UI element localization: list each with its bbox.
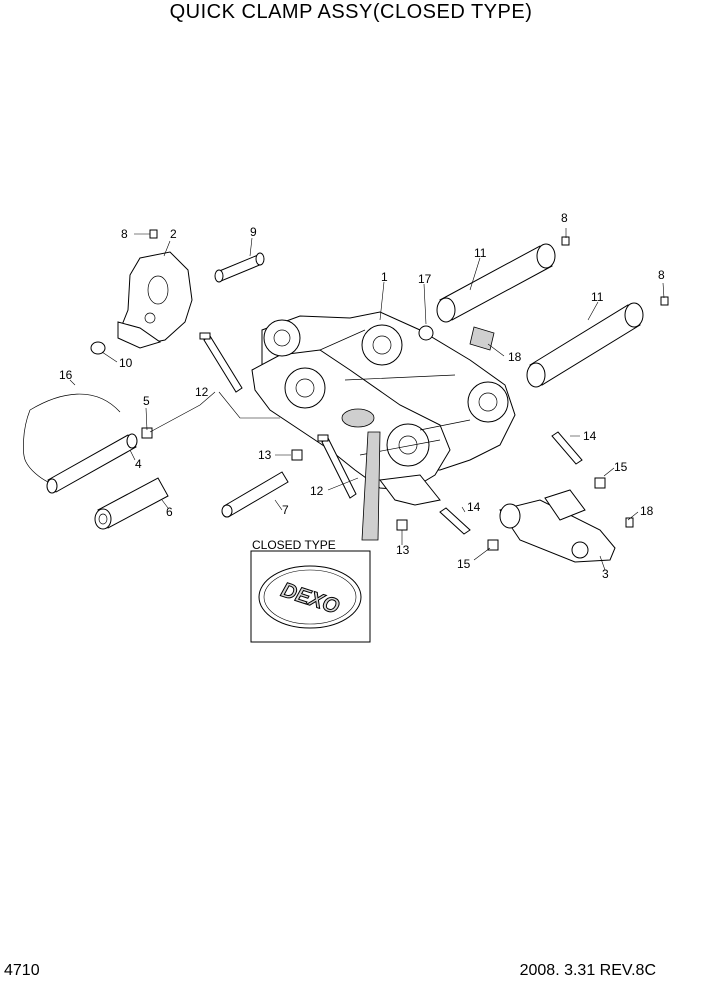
inset-title: CLOSED TYPE — [252, 538, 336, 552]
revision-date: 2008. 3.31 REV.8C — [519, 962, 656, 979]
callout-10: 10 — [119, 356, 133, 370]
callout-9: 9 — [250, 225, 257, 239]
callout-7: 7 — [282, 503, 289, 517]
closed-type-inset: CLOSED TYPE DEXO — [250, 538, 371, 643]
long-pin-upper — [436, 236, 570, 323]
callout-12: 12 — [195, 385, 209, 399]
page-title: QUICK CLAMP ASSY(CLOSED TYPE) — [169, 1, 533, 23]
callout-6: 6 — [166, 505, 173, 519]
callout-11: 11 — [591, 290, 604, 304]
guide-pin — [221, 471, 289, 518]
callout-12: 12 — [310, 484, 324, 498]
hook-block — [117, 229, 193, 349]
callouts: 8 2 9 10 1 17 11 8 8 11 18 16 12 5 4 13 … — [59, 211, 665, 581]
safety-wire — [23, 393, 121, 483]
callout-8: 8 — [121, 227, 128, 241]
callout-2: 2 — [170, 227, 177, 241]
callout-4: 4 — [135, 457, 142, 471]
main-clamp-frame — [251, 311, 516, 541]
hydraulic-cylinder — [499, 489, 634, 563]
callout-17: 17 — [418, 272, 432, 286]
snap-ring — [418, 325, 434, 341]
long-pin-lower — [526, 296, 669, 388]
callout-5: 5 — [143, 394, 150, 408]
callout-14: 14 — [583, 429, 597, 443]
callout-18: 18 — [640, 504, 654, 518]
callout-15: 15 — [457, 557, 471, 571]
callout-14: 14 — [467, 500, 481, 514]
nut-upper — [291, 449, 303, 461]
callout-15: 15 — [614, 460, 628, 474]
hose-fitting-upper — [551, 431, 606, 489]
o-ring — [90, 341, 106, 355]
sleeve — [94, 477, 169, 530]
callout-13: 13 — [258, 448, 272, 462]
callout-1: 1 — [381, 270, 388, 284]
callout-18: 18 — [508, 350, 522, 364]
long-bolt-upper — [199, 332, 243, 393]
callout-11: 11 — [474, 246, 487, 260]
callout-3: 3 — [602, 567, 609, 581]
callout-8: 8 — [561, 211, 568, 225]
nut-lower — [396, 519, 408, 531]
small-pin — [214, 252, 265, 283]
leader-lines — [69, 228, 665, 571]
page-number: 4710 — [4, 962, 40, 979]
lock-pin — [46, 433, 138, 494]
callout-16: 16 — [59, 368, 73, 382]
callout-13: 13 — [396, 543, 410, 557]
callout-8: 8 — [658, 268, 665, 282]
name-plate — [469, 326, 495, 351]
long-bolt-lower — [317, 434, 357, 499]
hose-fitting-lower — [439, 507, 499, 551]
